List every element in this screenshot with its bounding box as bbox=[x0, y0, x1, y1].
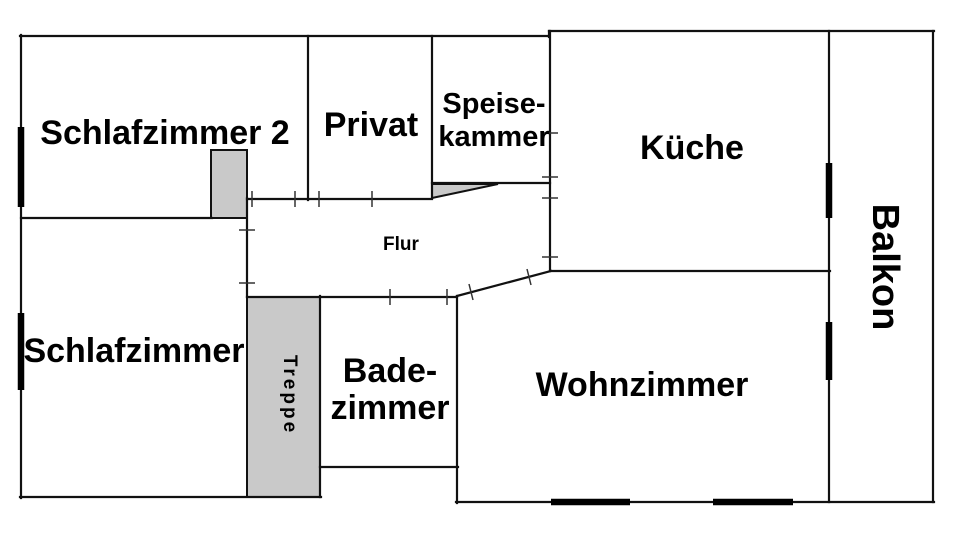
room-label-privat: Privat bbox=[324, 106, 419, 144]
room-label-flur: Flur bbox=[383, 234, 419, 255]
room-label-schlafzimmer: Schlafzimmer bbox=[23, 332, 244, 370]
room-label-badezimmer-line1: Bade- bbox=[343, 352, 437, 390]
pantry-slope-area bbox=[431, 183, 499, 200]
room-label-balkon: Balkon bbox=[864, 204, 906, 331]
room-label-treppe: Treppe bbox=[279, 355, 300, 435]
shaft-area bbox=[210, 149, 248, 219]
room-label-schlafzimmer2: Schlafzimmer 2 bbox=[40, 114, 289, 152]
door-tick bbox=[468, 283, 474, 301]
room-label-kueche: Küche bbox=[640, 129, 744, 167]
door-tick bbox=[526, 268, 532, 286]
room-label-wohnzimmer: Wohnzimmer bbox=[536, 366, 749, 404]
room-label-speisekammer-line2: kammer bbox=[438, 121, 549, 153]
room-label-badezimmer-line2: zimmer bbox=[330, 389, 449, 427]
room-label-speisekammer-line1: Speise- bbox=[442, 88, 545, 120]
stairs-area bbox=[246, 296, 321, 498]
wall-hall-livingroom-diagonal bbox=[455, 269, 553, 298]
